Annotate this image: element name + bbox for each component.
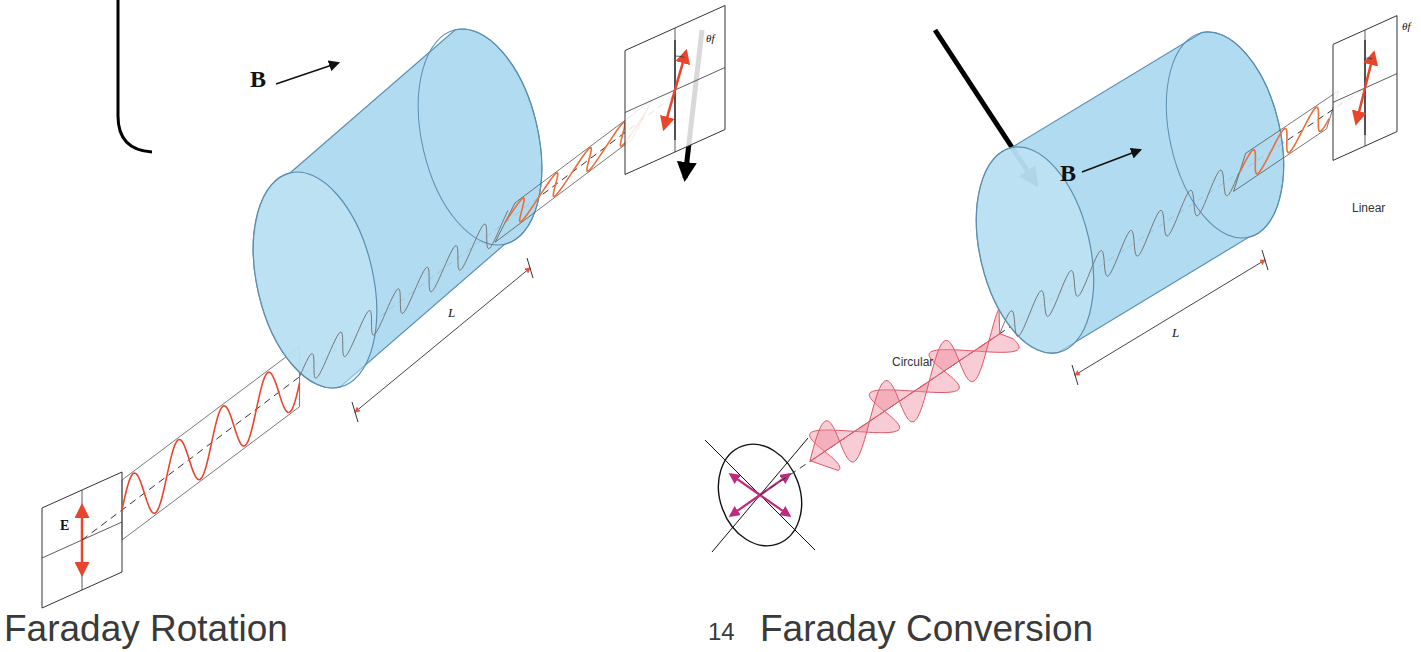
wave: [300, 210, 508, 378]
page-number: 14: [708, 618, 735, 646]
bracket: [118, 0, 152, 152]
circular-wave-lobe: [810, 308, 1000, 462]
length-label: L: [448, 306, 455, 321]
wave-plane: [1234, 91, 1339, 192]
cylinder-face: [234, 160, 397, 400]
dimension-tick: [352, 402, 358, 422]
angle-label: θf: [1402, 20, 1410, 33]
field-vector: [664, 52, 686, 129]
field-symbol: E: [60, 518, 69, 534]
polarization-vector: [760, 495, 789, 516]
polarization-panel: [1333, 16, 1397, 161]
dimension-line: [355, 268, 530, 412]
wave: [122, 372, 300, 513]
magnetic-field-arrow: [276, 63, 338, 84]
faraday-conversion-figure: [705, 16, 1397, 558]
dimension-tick: [1262, 250, 1268, 270]
field-vector: [1356, 53, 1373, 123]
rotation-angle-arc: [675, 56, 684, 57]
field-symbol: B: [250, 66, 266, 94]
rotation-angle-arc: [1365, 58, 1372, 60]
dimension-line: [1075, 260, 1265, 375]
length-label: L: [1172, 326, 1179, 341]
field-symbol: B: [1060, 160, 1076, 188]
polarization-label: Circular: [892, 356, 933, 370]
figure-caption: Faraday Rotation: [4, 610, 288, 647]
figure-caption: Faraday Conversion: [760, 610, 1093, 647]
wave-plane: [122, 347, 300, 540]
polarization-vector: [731, 495, 760, 516]
dimension-tick: [1072, 365, 1078, 385]
polarization-label: Linear: [1352, 202, 1385, 216]
faraday-rotation-figure: [42, 6, 725, 609]
magnetic-field-arrow: [1082, 150, 1140, 172]
wave: [1000, 170, 1239, 336]
wave: [1240, 107, 1330, 174]
angle-label: θf: [706, 32, 714, 45]
polarization-vector: [731, 474, 760, 495]
dimension-tick: [527, 258, 533, 278]
cylinder-end: [399, 17, 562, 257]
polarization-panel: [625, 6, 725, 175]
